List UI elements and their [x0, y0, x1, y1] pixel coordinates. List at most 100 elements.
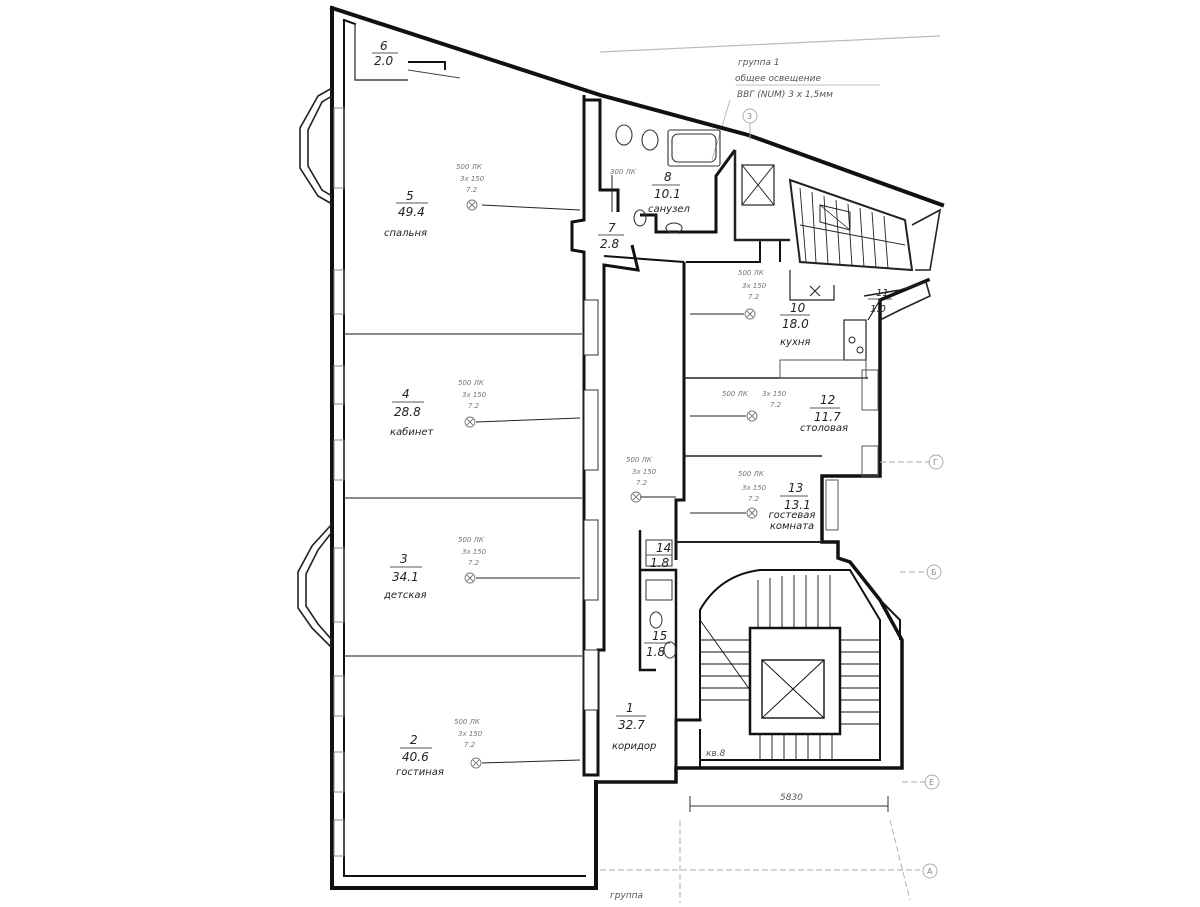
svg-text:3: 3 — [400, 552, 408, 566]
room-label-2: 2 40.6 гостиная — [396, 733, 444, 778]
corridor-walls — [570, 95, 781, 777]
left-bays — [297, 87, 345, 857]
room-label-12: 12 11.7 столовая — [800, 393, 848, 434]
svg-text:49.4: 49.4 — [398, 205, 425, 219]
svg-text:18.0: 18.0 — [782, 317, 809, 331]
svg-text:34.1: 34.1 — [392, 570, 419, 584]
lamp-room-13 — [746, 507, 758, 519]
svg-text:7.2: 7.2 — [748, 293, 760, 301]
lighting-wires — [475, 175, 746, 764]
svg-text:спальня: спальня — [384, 228, 427, 239]
svg-text:коридор: коридор — [612, 741, 656, 752]
room-label-6: 6 2.0 — [372, 39, 398, 68]
svg-text:500 ЛК: 500 ЛК — [456, 163, 483, 171]
svg-text:3х 150: 3х 150 — [462, 391, 487, 399]
svg-text:5: 5 — [406, 189, 414, 203]
lamp-specs: 500 ЛК 3х 150 7.2 500 ЛК 3х 150 7.2 500 … — [454, 163, 787, 749]
axis-a: А — [927, 867, 933, 876]
room-label-10: 10 18.0 кухня — [780, 301, 810, 348]
right-room-partitions — [676, 270, 931, 543]
svg-text:7.2: 7.2 — [748, 495, 760, 503]
room-label-7: 7 2.8 — [598, 221, 624, 251]
svg-text:6: 6 — [380, 39, 388, 53]
svg-text:500 ЛК: 500 ЛК — [454, 718, 481, 726]
svg-text:28.8: 28.8 — [394, 405, 421, 419]
dimension-label: 5830 — [780, 793, 803, 803]
axis-3: 3 — [747, 112, 752, 121]
cable-label: ВВГ (NUM) 3 х 1,5мм — [737, 90, 833, 100]
room-label-3: 3 34.1 детская — [383, 552, 427, 601]
svg-text:8: 8 — [664, 170, 672, 184]
svg-text:3х 150: 3х 150 — [458, 730, 483, 738]
lamp-symbols — [464, 199, 758, 769]
svg-text:11: 11 — [876, 288, 889, 299]
svg-text:4: 4 — [402, 387, 410, 401]
room-label-8: 8 10.1 санузел — [648, 170, 691, 215]
svg-text:1.8: 1.8 — [646, 645, 665, 659]
lamp-room-10 — [744, 308, 756, 320]
lamp-corridor — [630, 491, 642, 503]
svg-text:40.6: 40.6 — [402, 750, 429, 764]
svg-text:7.2: 7.2 — [468, 559, 480, 567]
svg-text:1.0: 1.0 — [870, 304, 886, 315]
svg-text:2.0: 2.0 — [374, 54, 393, 68]
svg-text:14: 14 — [656, 541, 671, 555]
svg-text:500 ЛК: 500 ЛК — [626, 456, 653, 464]
svg-text:санузел: санузел — [648, 204, 691, 215]
axis-g: Г — [933, 458, 938, 467]
svg-text:1: 1 — [626, 701, 634, 715]
left-room-partitions — [344, 24, 582, 657]
lamp-room-4 — [464, 416, 476, 428]
svg-text:7.2: 7.2 — [770, 401, 782, 409]
svg-text:10.1: 10.1 — [654, 187, 681, 201]
room-label-13: 13 13.1 гостевая комната — [769, 481, 816, 532]
svg-text:кабинет: кабинет — [390, 426, 435, 438]
room-label-11: 11 1.0 — [868, 288, 892, 315]
svg-text:500 ЛК: 500 ЛК — [722, 390, 749, 398]
room-label-4: 4 28.8 кабинет — [390, 387, 435, 438]
svg-text:10: 10 — [790, 301, 806, 315]
header-annotation: группа 1 общее освещение ВВГ (NUM) 3 х 1… — [599, 35, 941, 161]
svg-text:2: 2 — [410, 733, 418, 747]
svg-text:3х 150: 3х 150 — [462, 548, 487, 556]
svg-text:7.2: 7.2 — [468, 402, 480, 410]
svg-text:15: 15 — [652, 629, 667, 643]
lamp-room-5 — [466, 199, 478, 211]
svg-text:2.8: 2.8 — [600, 237, 619, 251]
svg-text:кухня: кухня — [780, 337, 810, 348]
svg-text:3х 150: 3х 150 — [742, 282, 767, 290]
svg-text:7.2: 7.2 — [464, 741, 476, 749]
bottom-group-label: группа — [610, 891, 643, 901]
bathroom-fixtures — [615, 124, 721, 234]
apartment-label: кв.8 — [706, 749, 726, 759]
svg-text:32.7: 32.7 — [618, 718, 645, 732]
svg-text:3х 150: 3х 150 — [460, 175, 485, 183]
svg-text:столовая: столовая — [800, 423, 848, 434]
group-label: группа 1 — [738, 58, 780, 68]
room-label-14: 14 1.8 — [646, 541, 672, 570]
svg-text:500 ЛК: 500 ЛК — [458, 379, 485, 387]
svg-text:3х 150: 3х 150 — [762, 390, 787, 398]
axis-markers — [600, 108, 944, 903]
svg-text:11.7: 11.7 — [814, 410, 841, 424]
svg-text:500 ЛК: 500 ЛК — [738, 269, 765, 277]
top-right-stairs — [733, 150, 942, 272]
svg-text:1.8: 1.8 — [650, 556, 669, 570]
lighting-label: общее освещение — [735, 74, 822, 84]
svg-text:500 ЛК: 500 ЛК — [458, 536, 485, 544]
main-staircase — [699, 569, 901, 761]
room-13-name-box: гостевая комната — [769, 510, 816, 532]
axis-e: Е — [929, 778, 934, 787]
svg-text:500 ЛК: 500 ЛК — [738, 470, 765, 478]
axis-b: Б — [931, 568, 937, 577]
room-label-1: 1 32.7 коридор — [612, 701, 656, 752]
svg-text:7: 7 — [608, 221, 616, 235]
svg-text:гостиная: гостиная — [396, 767, 444, 778]
svg-text:3х 150: 3х 150 — [632, 468, 657, 476]
svg-text:детская: детская — [383, 590, 427, 601]
svg-text:13.1: 13.1 — [784, 498, 811, 512]
small-wc-fixtures — [645, 539, 677, 659]
svg-text:13: 13 — [788, 481, 803, 495]
